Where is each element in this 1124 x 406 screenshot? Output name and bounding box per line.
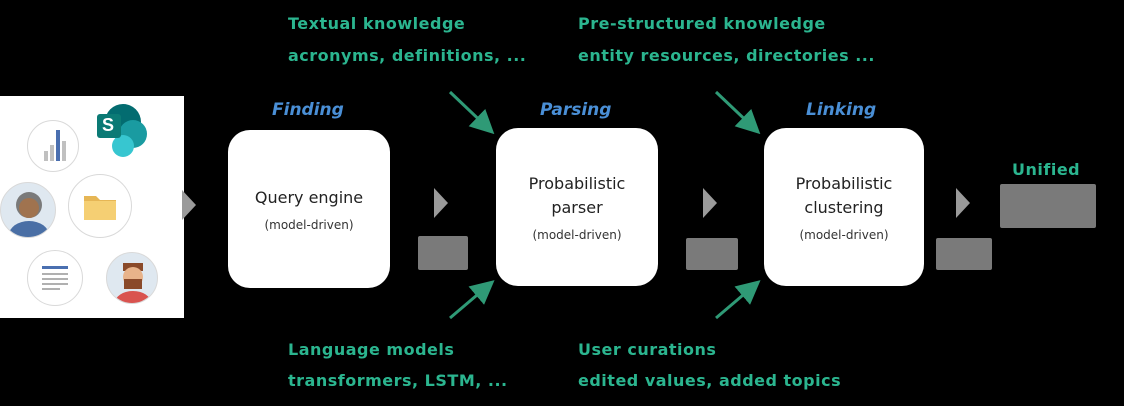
- stage-parsing-label: Parsing: [540, 100, 612, 120]
- clustering-box: Probabilistic clustering (model-driven): [764, 128, 924, 286]
- language-models-title: Language models: [288, 340, 455, 359]
- connector-tag: [936, 238, 992, 270]
- textual-knowledge-title: Textual knowledge: [288, 14, 466, 33]
- arrow-lm-to-parser: [449, 280, 495, 320]
- arrow-user-to-clustering: [715, 280, 761, 320]
- stage-finding-label: Finding: [272, 100, 344, 120]
- chevron-right-icon: [434, 188, 448, 218]
- parser-box: Probabilistic parser (model-driven): [496, 128, 658, 286]
- parser-title-line2: parser: [551, 198, 603, 217]
- textual-knowledge-detail: acronyms, definitions, ...: [288, 46, 527, 65]
- arrow-structured-to-clustering: [714, 90, 761, 135]
- clustering-title-line2: clustering: [804, 198, 884, 217]
- parser-title-line1: Probabilistic: [528, 174, 626, 193]
- stage-linking-label: Linking: [806, 100, 877, 120]
- connector-tag: [418, 236, 468, 270]
- user-avatar-woman: [0, 182, 56, 238]
- clustering-subtitle: (model-driven): [799, 228, 889, 242]
- user-curations-detail: edited values, added topics: [578, 371, 842, 390]
- chevron-right-icon: [182, 190, 196, 220]
- folder-icon: [68, 174, 132, 238]
- structured-knowledge-detail: entity resources, directories ...: [578, 46, 875, 65]
- output-tag: [1000, 184, 1096, 228]
- query-engine-box: Query engine (model-driven): [228, 130, 390, 288]
- user-curations-title: User curations: [578, 340, 717, 359]
- sharepoint-letter: S: [102, 115, 115, 135]
- structured-knowledge-title: Pre-structured knowledge: [578, 14, 826, 33]
- query-engine-subtitle: (model-driven): [264, 218, 354, 232]
- chevron-right-icon: [956, 188, 970, 218]
- user-avatar-man: [106, 252, 158, 304]
- document-icon: [27, 250, 83, 306]
- output-label: Unified: [1012, 160, 1081, 179]
- connector-tag: [686, 238, 738, 270]
- arrow-textual-to-parser: [448, 90, 495, 135]
- clustering-title-line1: Probabilistic: [795, 174, 893, 193]
- sharepoint-icon: S: [93, 102, 149, 158]
- language-models-detail: transformers, LSTM, ...: [288, 371, 508, 390]
- chevron-right-icon: [703, 188, 717, 218]
- analytics-icon: [27, 120, 79, 172]
- query-engine-title: Query engine: [254, 188, 364, 207]
- parser-subtitle: (model-driven): [532, 228, 622, 242]
